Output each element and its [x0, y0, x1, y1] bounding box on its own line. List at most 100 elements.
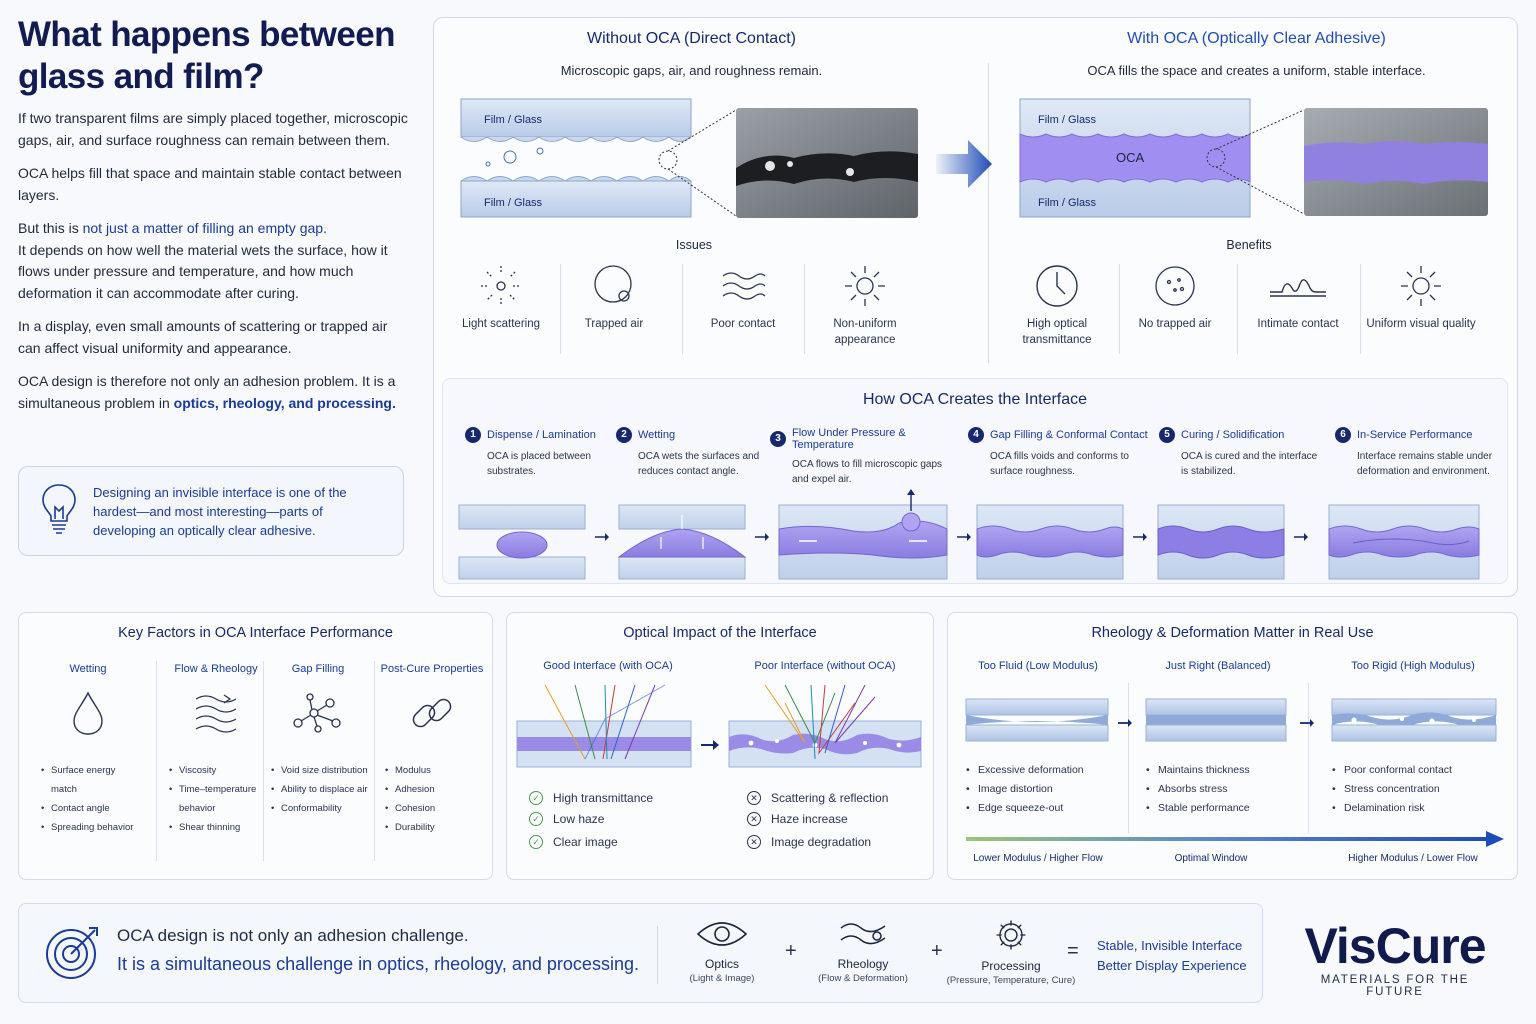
process-illustrations: [458, 489, 1480, 580]
key-factors-title: Key Factors in OCA Interface Performance: [118, 625, 393, 641]
cross-icon: ✕: [747, 812, 761, 826]
intro-p5-highlight: optics, rheology, and processing.: [173, 394, 396, 411]
intro-paragraph-4: In a display, even small amounts of scat…: [18, 318, 388, 356]
step-number: 5: [1159, 427, 1175, 443]
rheology-item: Poor conformal contact: [1332, 761, 1452, 780]
issue-poor-contact: Poor contact: [683, 262, 803, 332]
factor-item: Ability to displace air: [271, 780, 373, 799]
divider: [1128, 683, 1129, 833]
without-layer-top: Film / Glass: [484, 114, 543, 126]
result-line-2: Better Display Experience: [1097, 958, 1247, 973]
brand-name: VisCure: [1304, 918, 1486, 974]
check-icon: ✓: [529, 812, 543, 826]
trapped-air-icon: [594, 265, 632, 303]
gear-icon: [996, 920, 1026, 950]
rheology-item: Image distortion: [966, 780, 1084, 799]
issue-label: Light scattering: [462, 318, 540, 330]
step-number: 2: [616, 427, 632, 443]
good-item-label: High transmittance: [553, 791, 654, 805]
intro-section: What happens between glass and film? If …: [18, 14, 410, 414]
rheology-item: Excessive deformation: [966, 761, 1084, 780]
benefits-heading: Benefits: [1226, 238, 1272, 252]
term-label: Processing: [981, 959, 1041, 973]
rheology-panel: Rheology & Deformation Matter in Real Us…: [947, 612, 1518, 880]
summary-result: Stable, Invisible Interface Better Displ…: [1097, 936, 1247, 976]
divider: [682, 264, 683, 354]
step-desc: OCA flows to fill microscopic gaps and e…: [792, 459, 943, 485]
page-title: What happens between glass and film?: [18, 15, 396, 96]
step-number: 3: [770, 431, 786, 447]
benefit-intimate-contact: Intimate contact: [1238, 262, 1358, 332]
divider: [1237, 264, 1238, 354]
divider: [374, 661, 375, 861]
step-number: 4: [968, 427, 984, 443]
factor-item: Surface energy match: [41, 761, 143, 799]
intro-paragraph-1: If two transparent films are simply plac…: [18, 110, 408, 148]
step-title: Flow Under Pressure & Temperature: [792, 427, 906, 451]
insight-callout: Designing an invisible interface is one …: [18, 466, 404, 556]
factor-title: Flow & Rheology: [174, 663, 258, 675]
poor-item-2: ✕Haze increase: [747, 812, 848, 826]
benefit-no-air: No trapped air: [1115, 262, 1235, 332]
cross-icon: ✕: [747, 791, 761, 805]
benefit-transmittance: High optical transmittance: [997, 262, 1117, 348]
step-desc: OCA is placed between substrates.: [487, 451, 591, 477]
rheology-col-1-title: Too Fluid (Low Modulus): [978, 660, 1098, 672]
factor-item: Modulus: [385, 761, 487, 780]
factor-gap-filling: Gap Filling Void size distribution Abili…: [263, 653, 373, 818]
good-item-1: ✓High transmittance: [529, 791, 653, 805]
intro-p3-highlight: not just a matter of filling an empty ga…: [82, 220, 327, 236]
without-oca-diagram: Film / Glass Film / Glass: [460, 98, 918, 218]
light-scattering-icon: [481, 266, 521, 306]
process-step-2: 2 Wetting OCA wets the surfaces and reduc…: [616, 427, 791, 479]
benefit-label: High optical transmittance: [1022, 318, 1092, 346]
plus-sign: +: [785, 940, 797, 962]
step-desc: OCA wets the surfaces and reduces contac…: [638, 451, 760, 477]
issue-light-scattering: Light scattering: [441, 262, 561, 332]
rheology-col-2-list: Maintains thickness Absorbs stress Stabl…: [1146, 761, 1250, 818]
divider: [804, 264, 805, 354]
poor-contact-icon: [722, 272, 766, 300]
good-item-2: ✓Low haze: [529, 812, 604, 826]
rheology-col-1-list: Excessive deformation Image distortion E…: [966, 761, 1084, 818]
with-layer-bottom: Film / Glass: [1038, 197, 1097, 209]
transmittance-icon: [1036, 265, 1078, 307]
brand-logo: VisCure MATERIALS FOR THE FUTURE: [1290, 918, 1500, 998]
benefit-label: Uniform visual quality: [1366, 318, 1476, 330]
factor-item: Shear thinning: [169, 818, 271, 837]
equals-sign: =: [1067, 940, 1079, 962]
divider: [560, 264, 561, 354]
optical-ray-diagrams: [516, 684, 922, 768]
term-label: Optics: [704, 957, 739, 971]
chain-link-icon: [412, 698, 452, 728]
divider: [263, 661, 264, 861]
factor-item: Adhesion: [385, 780, 487, 799]
factor-item: Viscosity: [169, 761, 271, 780]
term-rheology: Rheology (Flow & Deformation): [803, 918, 923, 984]
with-layer-oca: OCA: [1116, 150, 1145, 165]
intro-paragraph-2: OCA helps fill that space and maintain s…: [18, 165, 402, 203]
step-number: 1: [465, 427, 481, 443]
term-label: Rheology: [837, 957, 889, 971]
lightbulb-icon: [42, 484, 76, 534]
divider: [657, 926, 658, 984]
divider: [1360, 264, 1361, 354]
benefit-label: No trapped air: [1138, 318, 1212, 330]
scale-label-optimal: Optimal Window: [1174, 853, 1248, 864]
poor-interface-title: Poor Interface (without OCA): [754, 660, 896, 672]
no-air-icon: [1155, 266, 1195, 306]
factor-item: Conformability: [271, 799, 373, 818]
intimate-contact-icon: [1270, 279, 1326, 297]
transition-arrow-icon: [936, 140, 992, 188]
step-title: Wetting: [638, 429, 676, 441]
scale-label-low: Lower Modulus / Higher Flow: [973, 853, 1103, 864]
callout-text: Designing an invisible interface is one …: [93, 485, 347, 538]
plus-sign: +: [931, 940, 943, 962]
poor-item-3: ✕Image degradation: [747, 835, 871, 849]
issue-non-uniform: Non-uniform appearance: [805, 262, 925, 348]
summary-footer: OCA design is not only an adhesion chall…: [18, 903, 1263, 1003]
modulus-scale-bar: [966, 831, 1504, 847]
rheology-col-3-title: Too Rigid (High Modulus): [1351, 660, 1475, 672]
divider: [1119, 264, 1120, 354]
